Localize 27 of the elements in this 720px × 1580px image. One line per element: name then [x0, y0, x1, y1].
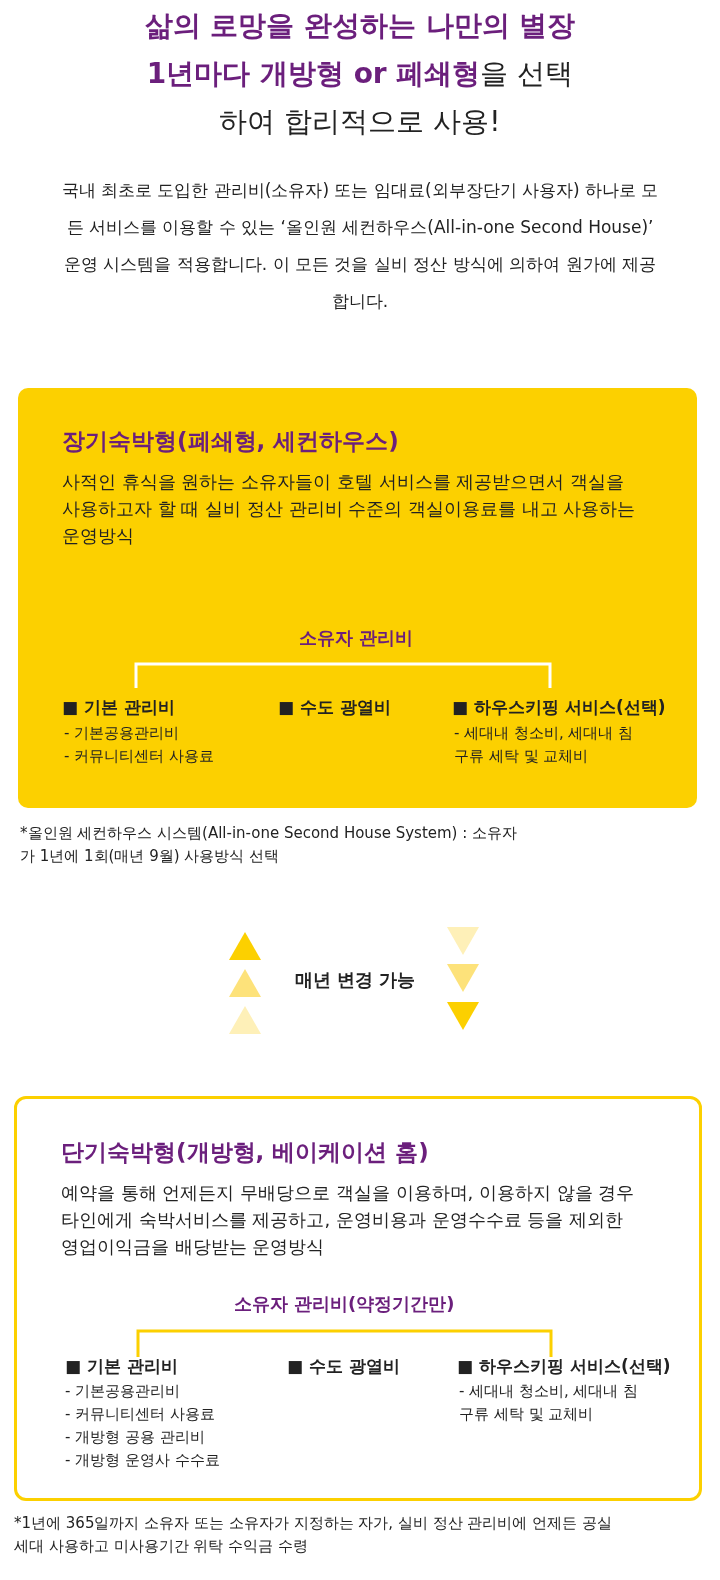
list-heading: ■ 하우스키핑 서비스(선택) [452, 696, 666, 719]
list-item: - 개방형 공용 관리비 [65, 1427, 206, 1448]
info-panel [14, 1096, 702, 1501]
list-heading: ■ 기본 관리비 [62, 696, 175, 719]
bracket-label: 소유자 관리비 [298, 626, 414, 650]
page-title: 삶의 로망을 완성하는 나만의 별장 1년마다 개방형 or 폐쇄형을 선택하여 합리적으로 사용! [143, 8, 577, 140]
list-heading: ■ 하우스키핑 서비스(선택) [457, 1355, 671, 1378]
list-heading: ■ 수도 광열비 [287, 1355, 400, 1378]
panel-heading: 단기숙박형(개방형, 베이케이션 홈) [61, 1138, 429, 1167]
list-item: - 개방형 운영사 수수료 [65, 1450, 221, 1471]
list-item: - 기본공용관리비 [65, 1381, 182, 1402]
list-item: - 세대내 청소비, 세대내 침구류 세탁 및 교체비 [454, 723, 635, 767]
panel-heading: 장기숙박형(폐쇄형, 세컨하우스) [62, 427, 399, 456]
list-item: - 기본공용관리비 [64, 723, 181, 744]
panel-text: 예약을 통해 언제든지 무배당으로 객실을 이용하며, 이용하지 않을 경우 타인에게 숙박서비스를 제공하고, 운영비용과 운영수수료 등을 제외한 영업이익금을 배당받는 운영방식 [61, 1181, 636, 1259]
list-heading: ■ 기본 관리비 [65, 1355, 178, 1378]
panel-text: 사적인 휴식을 원하는 소유자들이 호텔 서비스를 제공받으면서 객실을 사용하고자 할 때 실비 정산 관리비 수준의 객실이용료를 내고 사용하는 운영방식 [62, 470, 637, 548]
list-item: - 커뮤니티센터 사용료 [64, 746, 215, 767]
list-item: - 커뮤니티센터 사용료 [65, 1404, 216, 1425]
bracket-label: 소유자 관리비(약정기간만) [233, 1292, 455, 1316]
info-panel [18, 388, 697, 808]
footnote: *1년에 365일까지 소유자 또는 소유자가 지정하는 자가, 실비 정산 관리비에 언제든 공실 세대 사용하고 미사용기간 위탁 수익금 수령 [14, 1513, 613, 1557]
footnote: *올인원 세컨하우스 시스템(All-in-one Second House System) : 소유자가 1년에 1회(매년 9월) 사용방식 선택 [20, 823, 519, 867]
intro-paragraph: 국내 최초로 도입한 관리비(소유자) 또는 임대료(외부장단기 사용자) 하나로 모든 서비스를 이용할 수 있는 ‘올인원 세컨하우스(All-in-one Second House)’ 운영 시스템을 적용합니다. 이 모든 것을 실비 정산 방식에 의하여 원가에 제공합니다. [60, 179, 660, 313]
change-note: 매년 변경 가능 [294, 968, 416, 992]
list-item: - 세대내 청소비, 세대내 침구류 세탁 및 교체비 [459, 1381, 640, 1425]
list-heading: ■ 수도 광열비 [278, 696, 391, 719]
